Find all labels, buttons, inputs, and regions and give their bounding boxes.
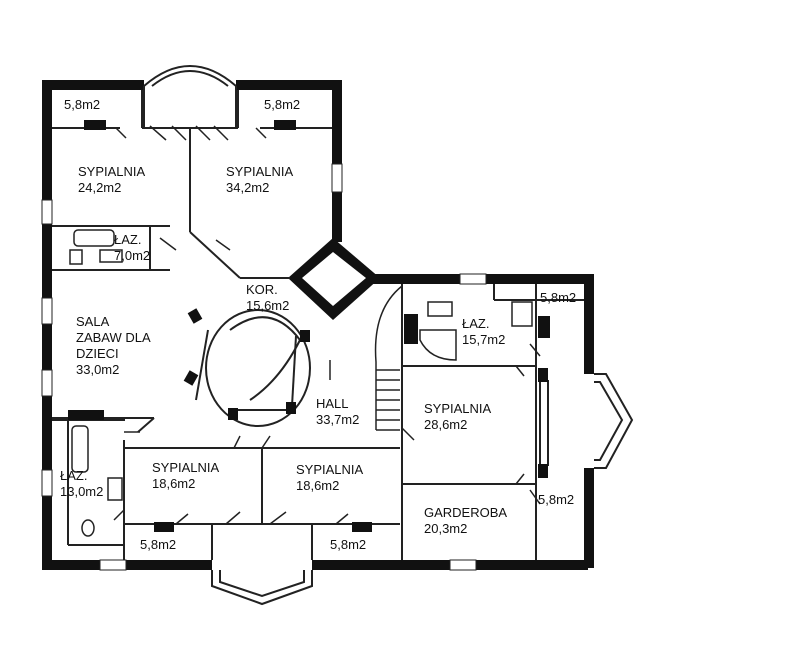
bedroom-bottom-left-label: SYPIALNIA 18,6m2	[152, 460, 219, 492]
room-name: ŁAZ.	[114, 232, 142, 247]
wall-windows	[41, 163, 487, 571]
room-name: ŁAZ.	[60, 468, 88, 483]
room-area: 18,6m2	[296, 478, 340, 493]
bathroom-bottom-label: ŁAZ. 13,0m2	[60, 468, 103, 500]
right-staircase	[374, 285, 403, 431]
room-area: 5,8m2	[540, 290, 577, 305]
room-area: 15,7m2	[462, 332, 506, 347]
bedroom-top-center-label: SYPIALNIA 34,2m2	[226, 164, 293, 196]
room-name: SYPIALNIA	[226, 164, 294, 179]
room-name: SYPIALNIA	[152, 460, 220, 475]
doors	[113, 125, 541, 525]
room-name: HALL	[316, 396, 349, 411]
room-name: SYPIALNIA	[424, 401, 492, 416]
room-name: DZIECI	[76, 346, 119, 361]
room-area: 15,6m2	[246, 298, 290, 313]
room-area: 33,0m2	[76, 362, 120, 377]
room-area: 34,2m2	[226, 180, 270, 195]
small-room-top-right-label: 5,8m2	[264, 97, 300, 113]
small-room-bottom-left-label: 5,8m2	[140, 537, 176, 553]
small-room-right-label: 5,8m2	[540, 290, 576, 306]
room-name: GARDEROBA	[424, 505, 508, 520]
bedroom-bottom-center-label: SYPIALNIA 18,6m2	[296, 462, 363, 494]
room-area: 18,6m2	[152, 476, 196, 491]
bay-window-top	[143, 65, 237, 128]
room-area: 5,8m2	[264, 97, 301, 112]
playroom-label: SALA ZABAW DLA DZIECI 33,0m2	[76, 314, 151, 378]
small-room-top-left-label: 5,8m2	[64, 97, 100, 113]
room-area: 7,0m2	[114, 248, 151, 263]
room-name: SALA	[76, 314, 110, 329]
room-area: 24,2m2	[78, 180, 122, 195]
diamond-skylight	[288, 238, 380, 320]
small-room-right-lower-label: 5,8m2	[538, 492, 574, 508]
corridor-label: KOR. 15,6m2	[246, 282, 289, 314]
room-area: 20,3m2	[424, 521, 468, 536]
small-room-bottom-right-label: 5,8m2	[330, 537, 366, 553]
hall-label: HALL 33,7m2	[316, 396, 359, 428]
room-name: KOR.	[246, 282, 278, 297]
room-name: ŁAZ.	[462, 316, 490, 331]
bathroom-right-label: ŁAZ. 15,7m2	[462, 316, 505, 348]
bedroom-top-left-label: SYPIALNIA 24,2m2	[78, 164, 145, 196]
wardrobe-label: GARDEROBA 20,3m2	[424, 505, 507, 537]
bathtub-bottom	[71, 425, 123, 537]
bathtub-top	[69, 229, 123, 265]
room-area: 5,8m2	[330, 537, 367, 552]
staircase	[195, 309, 311, 427]
bedroom-right-label: SYPIALNIA 28,6m2	[424, 401, 491, 433]
staircase-posts	[183, 308, 310, 420]
room-area: 13,0m2	[60, 484, 104, 499]
room-area: 5,8m2	[140, 537, 177, 552]
fixtures	[68, 120, 550, 532]
room-name: ZABAW DLA	[76, 330, 151, 345]
room-area: 28,6m2	[424, 417, 468, 432]
bathroom-top-label: ŁAZ. 7,0m2	[114, 232, 150, 264]
room-name: SYPIALNIA	[78, 164, 146, 179]
bathtub-right	[419, 301, 533, 361]
room-name: SYPIALNIA	[296, 462, 364, 477]
room-area: 5,8m2	[538, 492, 575, 507]
bay-window-bottom	[211, 570, 313, 606]
room-area: 33,7m2	[316, 412, 360, 427]
room-area: 5,8m2	[64, 97, 101, 112]
bay-window-right	[539, 373, 634, 469]
interior-walls	[52, 90, 584, 560]
